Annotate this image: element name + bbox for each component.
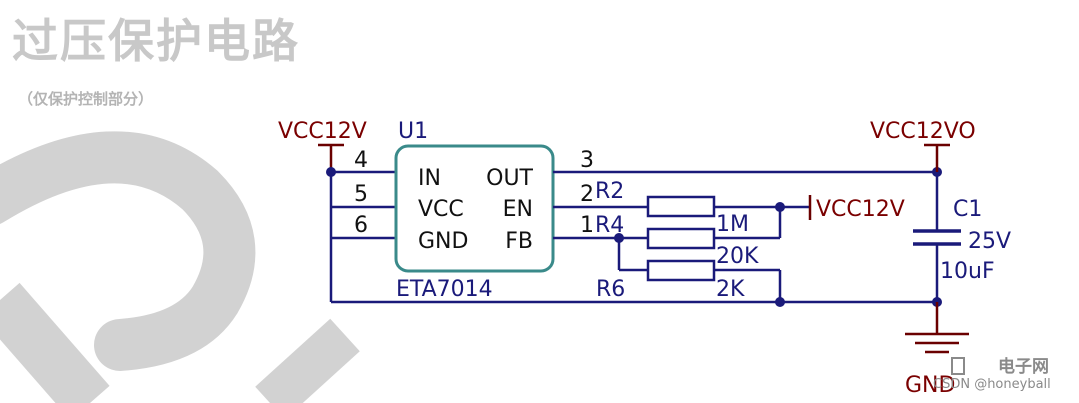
- pin-name-fb: FB: [505, 229, 533, 254]
- pin-number-fb: 1: [580, 213, 594, 238]
- pin-name-out: OUT: [486, 166, 533, 191]
- capacitor-c1-designator: C1: [953, 197, 982, 222]
- vcc12v-enable-port: VCC12V: [808, 195, 905, 222]
- ic-part-number: ETA7014: [396, 277, 493, 302]
- resistor-r4-value: 20K: [716, 244, 759, 269]
- vcc12vo-output-port: VCC12VO: [870, 119, 976, 172]
- resistor-r6: [646, 259, 716, 282]
- pin-name-gnd: GND: [418, 229, 468, 254]
- pin-number-vcc: 5: [354, 182, 368, 207]
- resistor-r2-value: 1M: [716, 212, 749, 237]
- watermark-site: 电子网: [998, 356, 1049, 377]
- pin-number-in: 4: [354, 148, 368, 173]
- net-label-vcc12v-en: VCC12V: [816, 197, 905, 222]
- net-label-vcc12v-in: VCC12V: [278, 119, 367, 144]
- watermark-logo: [951, 357, 965, 375]
- watermark-credit: CSDN @honeyball: [933, 377, 1051, 392]
- pin-name-en: EN: [503, 197, 533, 222]
- pin-name-in: IN: [418, 166, 441, 191]
- pin-number-gnd: 6: [354, 213, 368, 238]
- capacitor-c1-voltage: 25V: [968, 229, 1011, 254]
- resistor-r2-designator: R2: [595, 179, 624, 204]
- net-label-vcc12vo: VCC12VO: [870, 119, 976, 144]
- resistor-r4: [646, 227, 716, 250]
- background-swoosh: [0, 131, 360, 403]
- resistor-r6-value: 2K: [716, 277, 745, 302]
- page-title: 过压保护电路: [12, 14, 300, 68]
- ic-left-wiring: [326, 167, 937, 304]
- pin-number-out: 3: [580, 148, 594, 173]
- pin-number-en: 2: [580, 182, 594, 207]
- pin-name-vcc: VCC: [418, 197, 464, 222]
- net-label-gnd: GND: [905, 373, 955, 398]
- ic-right-wiring: [553, 167, 942, 307]
- capacitor-c1-capacitance: 10uF: [940, 259, 995, 284]
- resistor-r4-designator: R4: [595, 213, 624, 238]
- ic-body: [394, 144, 555, 273]
- capacitor-c1: [913, 172, 961, 302]
- vcc12v-input-port: VCC12V: [278, 119, 367, 172]
- ground-symbol: [905, 302, 969, 354]
- resistor-r2: [646, 195, 716, 218]
- page-subtitle: （仅保护控制部分）: [18, 90, 154, 108]
- ic-designator: U1: [398, 119, 428, 144]
- resistor-r6-designator: R6: [596, 277, 625, 302]
